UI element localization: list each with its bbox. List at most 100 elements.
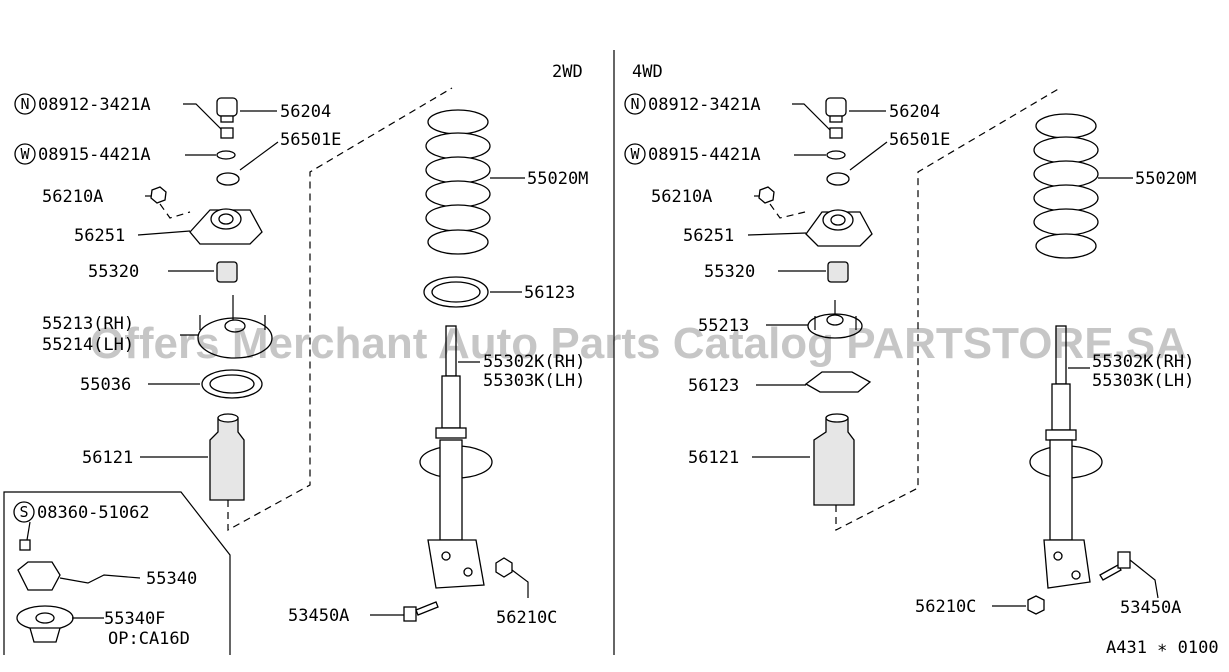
bolt-head-shape <box>403 606 417 622</box>
left-assembly: N 08912-3421A 56204 W 08915-4421A 56501E <box>3 87 588 655</box>
sensor-wire-shape <box>59 574 141 584</box>
part-56204-left[interactable]: 56204 <box>240 102 331 122</box>
leader-line <box>183 103 223 131</box>
knuckle-bracket-shape <box>427 539 485 589</box>
part-56210C-left[interactable]: 56210C <box>495 557 557 628</box>
part-56501E-left[interactable]: 56501E <box>216 130 341 186</box>
part-55340F-inset[interactable]: 55340F <box>16 605 165 643</box>
bellows-top-shape <box>825 413 849 423</box>
coil-spring-shape <box>1033 113 1099 259</box>
bolt-shaft-shape <box>415 601 439 616</box>
bracket-hole-shape <box>35 612 55 624</box>
part-number: 08915-4421A <box>38 145 151 165</box>
part-56210C-right[interactable]: 56210C <box>915 595 1045 617</box>
insulator-inner-shape <box>209 374 255 394</box>
part-number: 55320 <box>88 262 139 282</box>
s-prefix-letter: S <box>19 503 28 521</box>
part-56121-left[interactable]: 56121 <box>82 413 245 501</box>
w-prefix-circle <box>624 143 646 165</box>
bracket-hole-shape <box>463 567 473 577</box>
part-number: 53450A <box>1120 598 1181 618</box>
part-55320-left[interactable]: 55320 <box>88 261 238 283</box>
grommet-shape <box>216 172 240 186</box>
part-56501E-right[interactable]: 56501E <box>826 130 950 186</box>
part-56123-right[interactable]: 56123 <box>688 371 872 396</box>
nut-56204-left <box>216 97 238 139</box>
bolt-shaft-shape <box>1099 564 1122 581</box>
part-08912-left[interactable]: N 08912-3421A <box>14 93 223 131</box>
w-prefix-circle <box>14 143 36 165</box>
part-number: 55020M <box>1135 169 1196 189</box>
w-prefix-letter: W <box>20 145 30 163</box>
mount-hole-shape <box>218 213 234 225</box>
part-number: 56210A <box>651 187 712 207</box>
bump-stop-shape <box>216 261 238 283</box>
part-number: 55036 <box>80 375 131 395</box>
part-number: 55340 <box>146 569 197 589</box>
dash-guide <box>159 203 191 219</box>
part-56204-right[interactable]: 56204 <box>849 102 940 122</box>
strut-body-shape <box>439 439 463 541</box>
part-number: 56121 <box>82 448 133 468</box>
part-number: 55303K(LH) <box>1092 371 1194 391</box>
nut-shape <box>150 186 167 204</box>
n-prefix-circle <box>624 93 646 115</box>
part-55214-left[interactable]: 55214(LH) <box>42 334 200 355</box>
leader-line <box>747 232 807 236</box>
part-number: 56121 <box>688 448 739 468</box>
part-number: 56204 <box>889 102 940 122</box>
nut-neck-shape <box>829 115 843 123</box>
part-number: 55320 <box>704 262 755 282</box>
part-08360-inset[interactable]: S 08360-51062 <box>13 501 150 551</box>
part-55302K-right[interactable]: 55302K(RH) <box>1068 352 1194 372</box>
part-56210A-left[interactable]: 56210A <box>42 186 167 207</box>
watermark: Offers Merchant Auto Parts Catalog PARTS… <box>90 319 1187 368</box>
washer-stack-shape <box>829 127 843 139</box>
strut-body-shape <box>1049 439 1073 541</box>
part-56121-right[interactable]: 56121 <box>688 413 855 506</box>
part-56251-right[interactable]: 56251 <box>683 203 873 247</box>
part-08915-right[interactable]: W 08915-4421A <box>624 143 846 165</box>
part-number: 08912-3421A <box>38 95 151 115</box>
part-55020M-right[interactable]: 55020M <box>1033 113 1196 259</box>
part-55320-right[interactable]: 55320 <box>704 261 849 283</box>
washer-shape <box>216 150 236 160</box>
strut-upper-shape <box>441 375 461 429</box>
part-56251-left[interactable]: 56251 <box>74 203 263 246</box>
part-55036-left[interactable]: 55036 <box>80 369 263 399</box>
part-55020M-left[interactable]: 55020M <box>425 109 588 255</box>
insulator-inner-shape <box>431 281 481 303</box>
part-number: 56210C <box>915 597 976 617</box>
leader-line <box>137 230 191 236</box>
part-number: 55302K(RH) <box>483 352 585 372</box>
nut-shape <box>758 186 775 204</box>
part-55213-left[interactable]: 55213(RH) <box>42 314 134 334</box>
part-08915-left[interactable]: W 08915-4421A <box>14 143 236 165</box>
part-55303K-right[interactable]: 55303K(LH) <box>1092 371 1194 391</box>
leader-line <box>511 569 529 598</box>
nut-cap-shape <box>216 97 238 117</box>
nut-neck-shape <box>220 115 234 123</box>
part-55302K-left[interactable]: 55302K(RH) <box>458 352 585 372</box>
part-53450A-left[interactable]: 53450A <box>288 601 439 626</box>
sensor-inset: S 08360-51062 55340 55340F OP:CA16D <box>3 491 231 655</box>
part-56210A-right[interactable]: 56210A <box>651 186 775 207</box>
part-55340-inset[interactable]: 55340 <box>17 561 197 591</box>
part-55213-right[interactable]: 55213 <box>698 300 863 339</box>
part-08912-right[interactable]: N 08912-3421A <box>624 93 831 131</box>
part-number: 55213(RH) <box>42 314 134 334</box>
bellows-shape <box>209 417 245 501</box>
part-56123-left[interactable]: 56123 <box>423 276 575 308</box>
leader-line <box>1129 559 1159 599</box>
n-prefix-letter: N <box>20 95 29 113</box>
grommet-shape <box>826 172 850 186</box>
mount-hole-shape <box>830 214 846 226</box>
bracket-base-shape <box>29 627 61 643</box>
leader-line <box>849 141 888 171</box>
inset-border <box>3 491 231 655</box>
part-53450A-right[interactable]: 53450A <box>1099 551 1181 618</box>
section-label-4wd: 4WD <box>632 62 663 82</box>
sensor-body-shape <box>17 561 61 591</box>
nut-shape <box>1027 595 1045 615</box>
part-55303K-left[interactable]: 55303K(LH) <box>483 371 585 391</box>
